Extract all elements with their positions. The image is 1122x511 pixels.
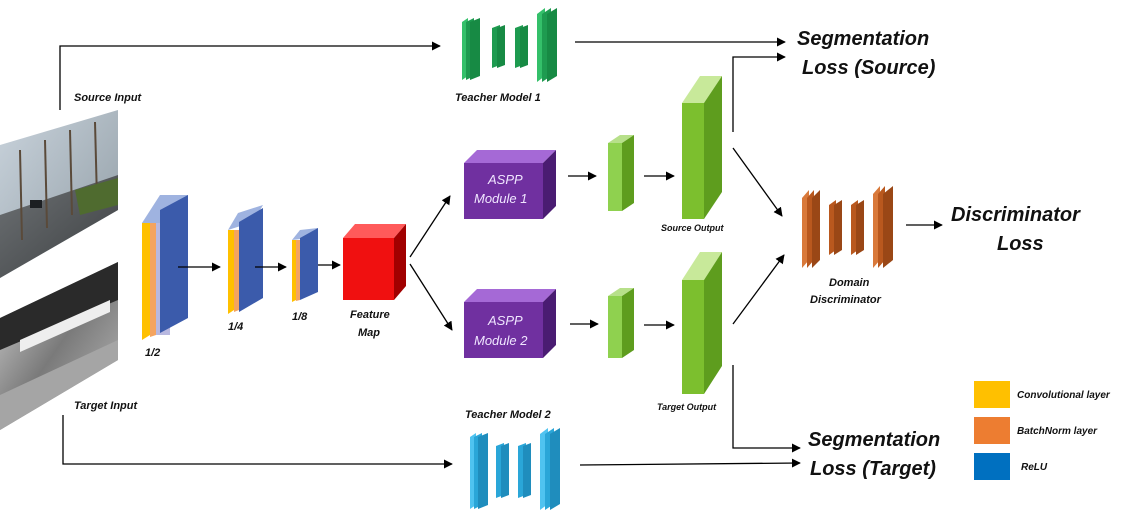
feature-to-aspp1-arrow (409, 195, 451, 258)
source-to-teacher1-arrow (59, 41, 441, 110)
encoder-block-eighth (292, 228, 318, 302)
aspp-module-1 (464, 150, 556, 219)
encoder-block-quarter (228, 205, 263, 314)
source-input-label: Source Input (74, 92, 143, 104)
teacher-model-1-label: Teacher Model 1 (455, 92, 541, 104)
domain-discriminator (802, 186, 893, 268)
encoder-block-half (142, 195, 188, 340)
scale-quarter-label: 1/4 (228, 321, 243, 333)
seg-loss-source-line1: Segmentation (797, 28, 929, 50)
legend-swatch-conv (974, 381, 1010, 408)
source-output-block (682, 76, 722, 219)
teacher-model-2 (470, 428, 560, 510)
legend-label-conv: Convolutional layer (1017, 390, 1111, 401)
target-output-to-seg-loss-arrow (732, 365, 801, 453)
feature-to-aspp2-arrow (409, 263, 453, 331)
source-input-image (0, 110, 118, 278)
aspp-module-1-line2: Module 1 (474, 191, 527, 206)
legend-swatch-relu (974, 453, 1010, 480)
target-output-to-discriminator-arrow (732, 254, 785, 325)
teacher-model-1 (462, 8, 557, 82)
target-input-image (0, 262, 118, 430)
seg-loss-target-line1: Segmentation (808, 429, 940, 451)
feature-map-cube (343, 224, 406, 300)
feature-map-label-line2: Map (358, 327, 380, 339)
conv-block-target (608, 288, 634, 358)
scale-eighth-label: 1/8 (292, 311, 308, 323)
aspp-module-2-line1: ASPP (487, 313, 523, 328)
target-output-block (682, 252, 722, 394)
disc-loss-line2: Loss (997, 233, 1044, 255)
legend-label-batchnorm: BatchNorm layer (1017, 426, 1098, 437)
source-output-to-seg-loss-arrow (732, 52, 786, 132)
scale-half-label: 1/2 (145, 347, 160, 359)
teacher2-to-seg-loss-arrow (579, 458, 801, 468)
domain-discriminator-line1: Domain (829, 277, 870, 289)
target-input-label: Target Input (74, 400, 138, 412)
teacher-model-2-label: Teacher Model 2 (465, 409, 551, 421)
target-output-label: Target Output (657, 402, 717, 412)
legend-swatch-batchnorm (974, 417, 1010, 444)
domain-discriminator-line2: Discriminator (810, 294, 882, 306)
conv-block-source (608, 135, 634, 211)
legend: Convolutional layer BatchNorm layer ReLU (974, 381, 1111, 480)
seg-loss-target-line2: Loss (Target) (810, 458, 936, 480)
source-output-to-discriminator-arrow (732, 147, 783, 217)
source-output-label: Source Output (661, 223, 725, 233)
feature-map-label-line1: Feature (350, 309, 390, 321)
aspp-module-2-line2: Module 2 (474, 333, 528, 348)
seg-loss-source-line2: Loss (Source) (802, 57, 936, 79)
target-to-teacher2-arrow (62, 415, 453, 469)
aspp-module-1-line1: ASPP (487, 172, 523, 187)
disc-loss-line1: Discriminator (951, 204, 1081, 226)
legend-label-relu: ReLU (1021, 462, 1048, 473)
aspp-module-2 (464, 289, 556, 358)
